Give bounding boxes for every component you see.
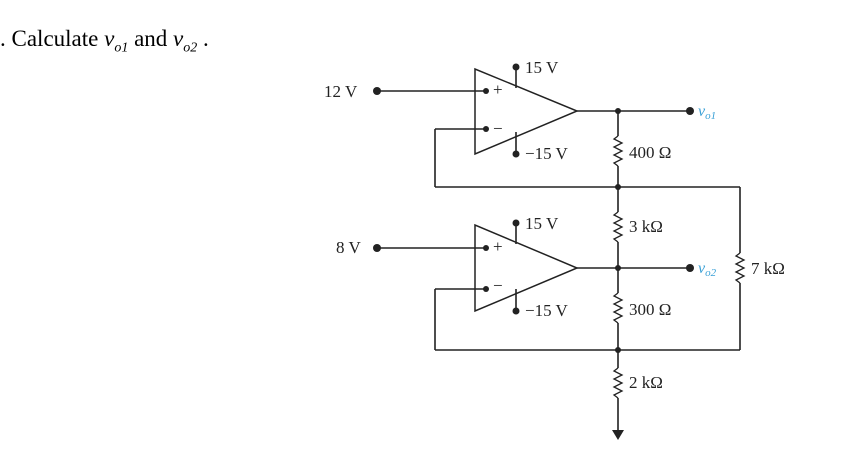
label-r3k: 3 kΩ (629, 217, 663, 236)
opamp-top (474, 67, 579, 156)
terminal-bottom-vneg (512, 307, 520, 315)
label-bottom-vneg: −15 V (525, 301, 569, 320)
node-bottom-minus (483, 286, 489, 292)
var-vo2: vo2 (173, 26, 198, 56)
label-r300: 300 Ω (629, 300, 671, 319)
sign-top-minus: − (493, 119, 503, 138)
label-12v: 12 V (324, 82, 358, 101)
sign-top-plus: + (493, 80, 503, 99)
question-conjunction: and (128, 26, 174, 51)
label-vo1: vo1 (698, 103, 716, 122)
label-top-vneg: −15 V (525, 144, 569, 163)
terminal-top-vpos (512, 63, 520, 71)
terminal-vo1 (686, 107, 694, 115)
sign-bottom-plus: + (493, 237, 503, 256)
label-8v: 8 V (336, 238, 361, 257)
resistor-400 (612, 135, 624, 167)
ground-arrow-icon (612, 430, 624, 440)
resistor-300 (612, 292, 624, 324)
terminal-top-vneg (512, 150, 520, 158)
sign-bottom-minus: − (493, 276, 503, 295)
node-top-plus (483, 88, 489, 94)
label-r2k: 2 kΩ (629, 373, 663, 392)
problem-statement: . Calculate vo1 and vo2 . (0, 26, 209, 57)
resistor-7k (734, 252, 746, 284)
label-r400: 400 Ω (629, 143, 671, 162)
resistor-3k (612, 211, 624, 243)
label-top-vpos: 15 V (525, 58, 559, 77)
label-bottom-vpos: 15 V (525, 214, 559, 233)
question-suffix: . (197, 26, 209, 51)
label-r7k: 7 kΩ (751, 259, 785, 278)
opamp-bottom (474, 223, 579, 313)
terminal-bottom-vpos (512, 219, 520, 227)
node-bottom-plus (483, 245, 489, 251)
resistor-2k (612, 367, 624, 399)
var-vo1: vo1 (104, 26, 129, 56)
question-prefix: . Calculate (0, 26, 105, 51)
label-vo2: vo2 (698, 260, 717, 279)
terminal-vo2 (686, 264, 694, 272)
node-top-minus (483, 126, 489, 132)
